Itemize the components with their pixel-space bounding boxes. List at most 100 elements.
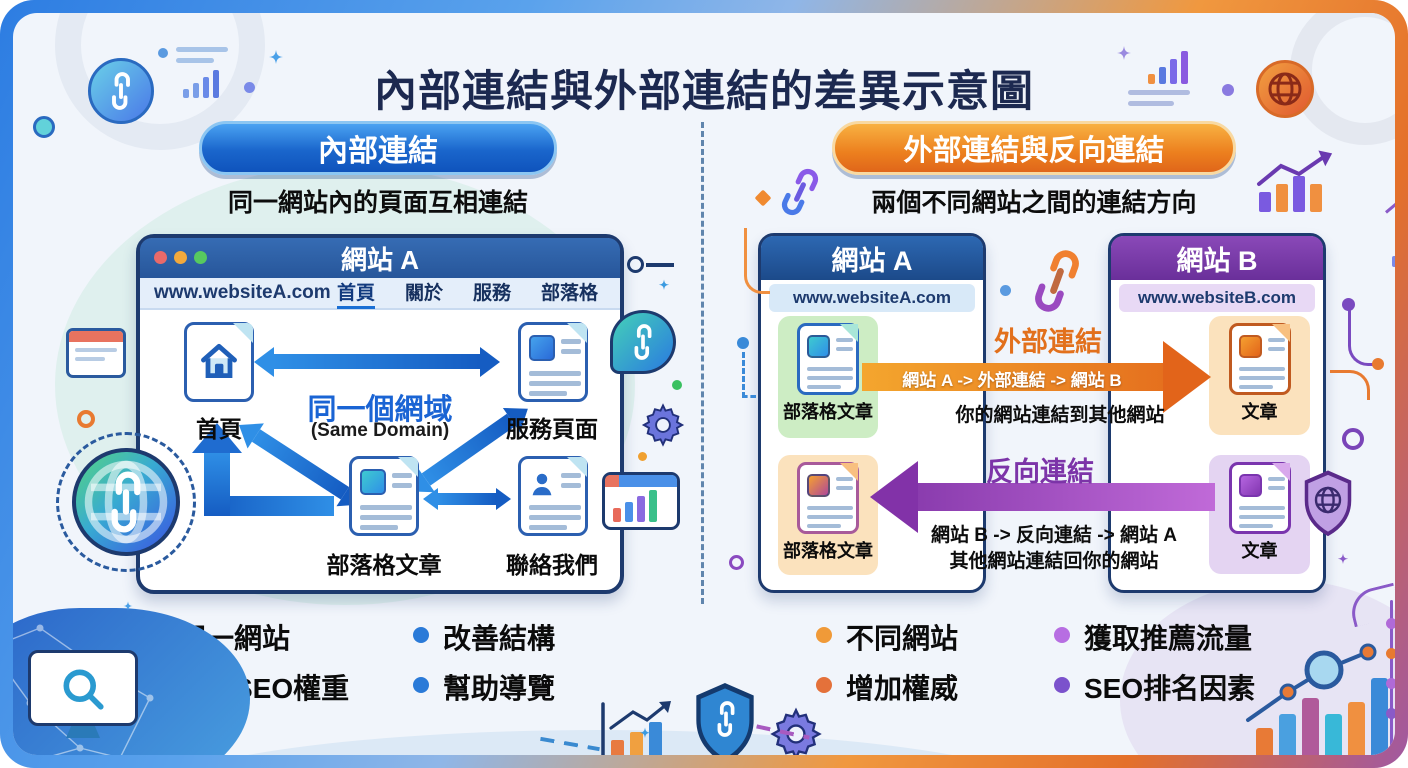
sparkle-icon: [639, 727, 651, 738]
dot-decoration: [672, 380, 682, 390]
page-thumbnail: [529, 335, 555, 361]
browser-navbar: www.websiteA.com 首頁 關於 服務 部落格: [140, 278, 620, 310]
same-domain-sublabel: (Same Domain): [310, 420, 450, 441]
dot-decoration: [638, 452, 647, 461]
site-a-url: www.websiteA.com: [769, 284, 975, 312]
site-a-tile2-label: 部落格文章: [783, 541, 873, 561]
monitor-search-icon: [28, 650, 138, 742]
text-lines-decoration: [1128, 90, 1190, 106]
arrow-blog-home-horizontal: [204, 496, 334, 516]
external-point-4: SEO排名因素: [1084, 673, 1256, 704]
site-b-title: 網站 B: [1176, 245, 1258, 276]
nav-item-home: 首頁: [336, 278, 375, 309]
sparkle-icon: [1337, 553, 1349, 564]
backlink-desc: 其他網站連結回你的網站: [949, 551, 1159, 572]
bullet-dot: [816, 677, 832, 693]
site-a-header: 網站 A: [761, 236, 983, 280]
shield-globe-icon: [1298, 468, 1358, 538]
browser-chart-bubble-icon: [602, 472, 680, 530]
address-url: www.websiteA.com: [154, 282, 331, 303]
site-b-url: www.websiteB.com: [1119, 284, 1315, 312]
orange-connector: [1330, 370, 1370, 400]
ascending-chart-icon: [1238, 640, 1395, 755]
page-fold: [233, 323, 253, 343]
arrow-blog-contact: [438, 493, 496, 505]
page-fold: [567, 323, 587, 343]
external-links-heading-label: 外部連結與反向連結: [903, 135, 1165, 167]
page-fold: [567, 457, 587, 477]
orange-curve: [836, 733, 900, 755]
external-links-subtitle: 兩個不同網站之間的連結方向: [871, 189, 1197, 217]
mini-browser-icon: [66, 328, 126, 378]
external-link-label: 外部連結: [994, 327, 1102, 357]
bullet-dot: [1054, 677, 1070, 693]
site-b-article-tile-2: 文章: [1209, 455, 1310, 574]
backlink-flow: 網站 B -> 反向連結 -> 網站 A: [931, 525, 1177, 546]
sparkle-icon: [123, 601, 133, 611]
page-fold: [398, 457, 418, 477]
external-links-heading: 外部連結與反向連結: [832, 121, 1236, 175]
page-title: 內部連結與外部連結的差異示意圖: [374, 67, 1034, 116]
section-divider: [701, 122, 704, 604]
text-lines-decoration: [176, 47, 228, 63]
purple-ring: [1342, 428, 1364, 450]
chain-link-icon: [781, 168, 819, 216]
contact-page-label: 聯絡我們: [506, 552, 598, 578]
same-domain-label: 同一個網域: [307, 394, 453, 426]
line-decoration: [646, 263, 674, 267]
internal-benefit-3: 改善結構: [443, 623, 556, 654]
backlink-arrow: [916, 483, 1215, 511]
bullet-dot: [816, 627, 832, 643]
nav-item-service: 服務: [472, 282, 511, 304]
external-point-1: 不同網站: [846, 623, 959, 654]
minimize-dot-icon: [174, 251, 187, 264]
circle-line-decoration: [627, 256, 644, 273]
growth-bars-icon: [601, 701, 671, 755]
dot-decoration: [1342, 298, 1355, 311]
site-a-tile1-label: 部落格文章: [783, 402, 873, 422]
link-badge-icon: [88, 58, 154, 124]
circuit-decoration: [1382, 600, 1395, 750]
orange-connector: [744, 228, 770, 294]
dot-decoration: [737, 337, 749, 349]
nav-item-about: 關於: [404, 282, 443, 304]
bullet-dot: [413, 627, 429, 643]
site-a-card: 網站 A www.websiteA.com 部落格文章: [758, 233, 986, 593]
external-point-3: 獲取推薦流量: [1084, 623, 1253, 654]
external-point-2: 增加權威: [846, 673, 959, 704]
external-link-flow: 網站 A -> 外部連結 -> 網站 B: [902, 371, 1122, 390]
service-page-icon: [518, 322, 588, 402]
magnifier-icon: [57, 663, 109, 715]
internal-links-heading: 內部連結: [199, 121, 557, 175]
internal-benefit-4: 幫助導覽: [443, 673, 556, 704]
backlink-label: 反向連結: [986, 457, 1094, 487]
blog-doc-icon: [797, 323, 859, 395]
growth-chart-icon: [1257, 150, 1333, 212]
site-b-tile1-label: 文章: [1241, 402, 1278, 422]
globe-icon: [1314, 486, 1342, 514]
bullet-dot: [413, 677, 429, 693]
dashed-connector: [742, 352, 756, 398]
square-decoration: [1392, 256, 1395, 267]
internal-links-heading-label: 內部連結: [318, 135, 438, 168]
dot-decoration: [1372, 358, 1384, 370]
gear-icon: [642, 404, 684, 446]
maximize-dot-icon: [194, 251, 207, 264]
arrow-up-head: [192, 423, 242, 453]
blog-page-label: 部落格文章: [326, 552, 442, 578]
arrow-blog-home-vertical: [204, 452, 230, 516]
close-dot-icon: [154, 251, 167, 264]
arrow-home-service: [274, 354, 480, 369]
chat-link-bubble-icon: [610, 310, 676, 374]
infographic-canvas: 內部連結與外部連結的差異示意圖 內部連結 同一網站內的頁面互相連結 網站 A w…: [13, 13, 1395, 755]
internal-links-subtitle: 同一網站內的頁面互相連結: [227, 189, 528, 217]
bar-chart-icon: [1148, 50, 1188, 84]
article-doc-icon: [1228, 462, 1291, 534]
browser-titlebar: 網站 A: [140, 238, 620, 278]
site-a-title: 網站 A: [831, 245, 913, 276]
page-thumbnail: [360, 469, 386, 495]
bullet-dot: [1054, 627, 1070, 643]
network-node: [33, 116, 55, 138]
purple-connector: [1348, 310, 1374, 366]
